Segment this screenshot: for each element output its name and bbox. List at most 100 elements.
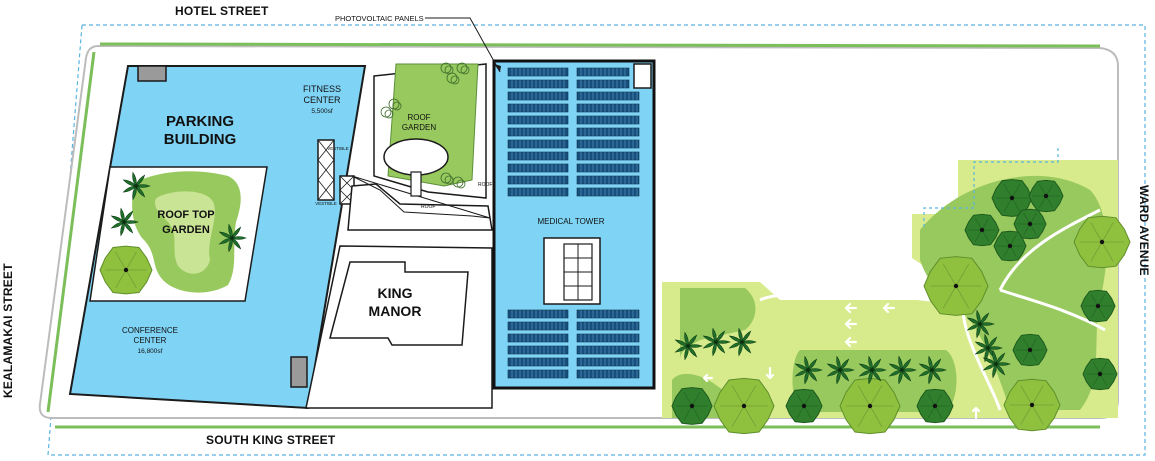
palm-tree-icon [826, 355, 855, 385]
shrub-icon [456, 62, 470, 75]
roof-garden-stem [410, 171, 422, 197]
park-path-loop [759, 208, 1106, 411]
pv-panel [507, 163, 569, 173]
pv-panel [507, 369, 569, 379]
lawn-strip-north [99, 42, 1101, 48]
roof-garden-label-2: GARDEN [402, 123, 436, 132]
palm-tree-icon [110, 207, 139, 237]
callout-pv-panels: PHOTOVOLTAIC PANELS [335, 14, 424, 23]
pv-panel [576, 163, 640, 173]
pv-panel [507, 79, 569, 89]
tree-icon [671, 387, 713, 425]
king-manor-label-1: KING [378, 285, 413, 301]
palm-tree-icon [702, 327, 731, 357]
parking-title-2: BUILDING [164, 131, 237, 148]
rooftop-garden-path [154, 191, 215, 274]
pv-panel [576, 187, 640, 197]
tree-icon [993, 230, 1027, 262]
parking-title-1: PARKING [166, 113, 234, 130]
medical-tower-label: MEDICAL TOWER [538, 217, 605, 226]
tree-icon [923, 256, 989, 316]
roof-garden-label-1: ROOF [407, 113, 430, 122]
pv-panel [507, 115, 569, 125]
rooftop-garden-label-1: ROOF TOP [157, 209, 214, 221]
tree-icon [99, 245, 153, 295]
medical-tower-stair [633, 63, 652, 89]
shrub-icon [440, 62, 454, 75]
conference-center-area: 16,800sf [138, 348, 163, 355]
fitness-center-area: 5,500sf [311, 108, 333, 115]
pv-panel [576, 79, 630, 89]
tree-icon [1003, 378, 1061, 432]
pv-panel [576, 91, 640, 101]
parking-stair-north [137, 65, 167, 82]
street-ward: WARD AVENUE [1137, 185, 1151, 276]
pv-panel [576, 345, 640, 355]
pv-panel [576, 139, 640, 149]
pv-panel [507, 345, 569, 355]
shrub-icon [452, 176, 466, 189]
pv-panel [507, 309, 569, 319]
walkway-roof [347, 183, 493, 231]
tree-icon [991, 179, 1033, 217]
pv-panel [507, 175, 569, 185]
walkway-roof-ramp [351, 175, 491, 219]
pv-panel [576, 175, 640, 185]
callout-arrowhead [494, 64, 501, 72]
palm-tree-icon [674, 331, 703, 361]
tree-icon [1082, 357, 1118, 391]
pv-panel [507, 67, 569, 77]
pv-panel [507, 103, 569, 113]
park-path-dashed [923, 148, 1059, 230]
vestible-label-lower: VESTIBLE [315, 201, 337, 206]
lawn-strip-west [46, 51, 96, 413]
street-hotel: HOTEL STREET [175, 4, 269, 18]
palm-trees [110, 171, 1011, 385]
vestible-label-upper: VESTIBLE [327, 146, 349, 151]
tree-icon [1012, 333, 1048, 367]
trees [99, 62, 1131, 435]
pv-panel [507, 91, 569, 101]
pv-panel [507, 139, 569, 149]
pv-panel [507, 321, 569, 331]
vestible-upper [317, 139, 335, 201]
callout-leader [425, 17, 501, 73]
pv-panel [507, 187, 569, 197]
tree-icon [1080, 289, 1116, 323]
pv-panel [507, 127, 569, 137]
palm-tree-icon [982, 349, 1011, 379]
shrub-icon [380, 106, 394, 119]
tree-icon [1073, 215, 1131, 269]
palm-tree-icon [218, 223, 247, 253]
palm-tree-icon [794, 355, 823, 385]
palm-tree-icon [858, 355, 887, 385]
street-kealamakai: KEALAMAKAI STREET [1, 263, 15, 398]
conference-center-1: CONFERENCE [122, 326, 178, 335]
pv-panel [507, 333, 569, 343]
pv-panel [576, 127, 640, 137]
roof-garden-oval [383, 138, 449, 176]
pv-panel [507, 151, 569, 161]
pv-panel [576, 103, 640, 113]
photovoltaic-panels [507, 67, 640, 379]
pv-panel [576, 369, 640, 379]
roof-label-walkway: ROOF [421, 204, 435, 210]
palm-tree-icon [966, 309, 995, 339]
tree-icon [916, 388, 954, 424]
conference-center-2: CENTER [134, 336, 167, 345]
king-manor-building [329, 261, 469, 346]
medical-tower [492, 59, 656, 390]
pv-panel [507, 357, 569, 367]
tree-icon [785, 388, 823, 424]
tree-icon [839, 377, 901, 435]
pv-panel [576, 321, 640, 331]
palm-tree-icon [888, 355, 917, 385]
shrub-icon [388, 98, 402, 111]
pv-panel [576, 67, 630, 77]
traffic-arrows [702, 302, 981, 420]
tree-icon [713, 377, 775, 435]
palm-tree-icon [728, 327, 757, 357]
tree-icon [1028, 179, 1064, 213]
palm-tree-icon [918, 355, 947, 385]
